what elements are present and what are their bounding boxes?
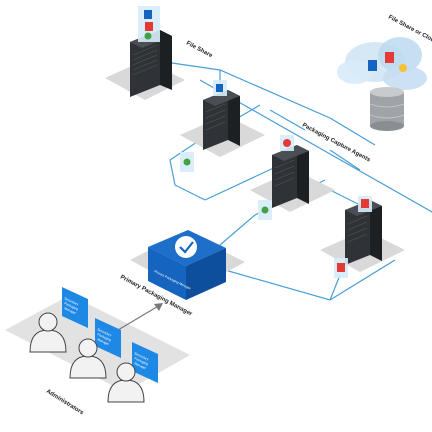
cloud-file-icon [368, 60, 377, 71]
line-fileshare-cloud [164, 61, 376, 146]
manager-box [148, 247, 186, 300]
person-1-icon [29, 312, 67, 353]
capture-agent-server-3 [320, 196, 405, 272]
monitor-2-line1: Secondary [97, 327, 113, 337]
primary-packaging-manager: Primary Packaging Manager [130, 230, 245, 300]
agent-1-capture-icon [180, 152, 194, 172]
administrators-label: Administrators [45, 389, 85, 417]
chrome-file-icon [283, 139, 291, 147]
monitor-3 [132, 342, 158, 383]
agent-2-capture-icon [258, 200, 272, 220]
cloud-chrome-icon [399, 64, 407, 72]
line-agent3-top [329, 149, 361, 171]
database-icon [370, 92, 404, 126]
checkmark-icon [175, 236, 197, 258]
monitor-1-line3: Manager [64, 306, 78, 315]
file-share-server [105, 6, 185, 100]
monitor-1-line1: Secondary [64, 296, 80, 306]
line-agent2 [269, 109, 306, 131]
monitor-2-line2: Packaging [97, 332, 112, 342]
server-body [345, 200, 370, 265]
agent-3-capture-icon [334, 258, 348, 278]
monitor-3-line1: Secondary [134, 351, 150, 361]
word-file-icon [144, 10, 152, 19]
server-body [272, 145, 297, 208]
file-share-label: File Share [185, 40, 214, 59]
line-agent1-down [169, 159, 206, 201]
cloud-storage [337, 37, 427, 131]
monitor-3-line2: Packaging [134, 356, 149, 366]
monitor-1-line2: Packaging [64, 301, 79, 311]
admin-arrow [117, 304, 161, 331]
monitor-2-line3: Manager [97, 337, 111, 346]
arrow-head-icon [154, 303, 163, 311]
person-3-icon [107, 362, 145, 403]
word-file-icon [216, 84, 223, 92]
monitor-1 [62, 287, 88, 328]
pdf-file-icon [145, 22, 153, 31]
monitor-3-line3: Manager [134, 361, 148, 370]
cloud-pdf-icon [385, 52, 394, 63]
pdf-file-icon [361, 199, 369, 208]
monitor-2 [95, 318, 121, 358]
administrators-group: Secondary Packaging Manager Secondary Pa… [5, 287, 190, 403]
line-agent3-drop [329, 274, 341, 301]
line-agent2-manager [219, 214, 256, 246]
chrome-file-icon [144, 32, 152, 40]
person-2-icon [69, 338, 107, 379]
capture-agent-server-1 [180, 80, 265, 157]
